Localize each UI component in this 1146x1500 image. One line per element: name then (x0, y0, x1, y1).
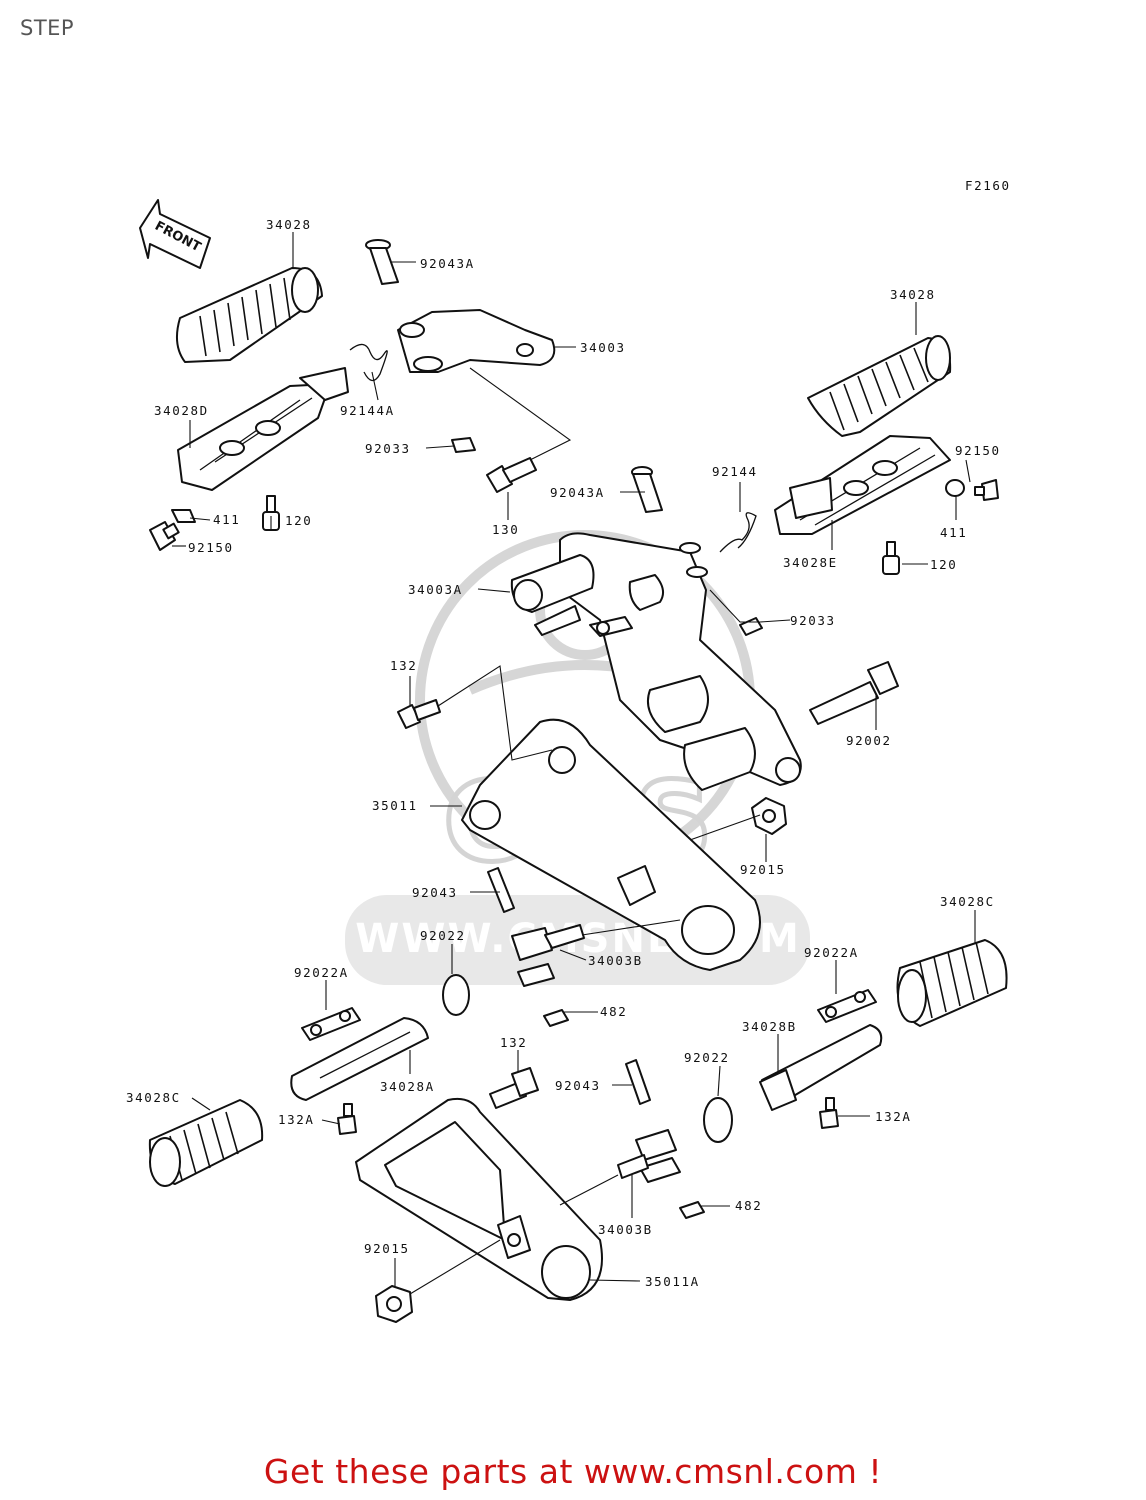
figure-code: F2160 (965, 178, 1011, 193)
callout-92022-bottom: 92022 (684, 1050, 730, 1065)
callout-132-top: 132 (390, 658, 417, 673)
callout-34003B-top: 34003B (588, 953, 643, 968)
part-411-clip-left (171, 509, 196, 523)
callout-482-top: 482 (600, 1004, 627, 1019)
part-34003B-clevis-top (511, 924, 585, 987)
callout-34028B: 34028B (742, 1019, 797, 1034)
callout-92022A-left: 92022A (294, 965, 349, 980)
part-482-clip-bottom (679, 1201, 705, 1219)
callout-34028D: 34028D (154, 403, 209, 418)
callout-120-left: 120 (285, 513, 312, 528)
callout-411-left: 411 (213, 512, 240, 527)
leader-lines (172, 232, 976, 1295)
part-34028-left-rubber (175, 267, 323, 363)
part-92150-bolt-left (149, 521, 180, 551)
callout-34028E: 34028E (783, 555, 838, 570)
part-34028C-right-rubber (896, 939, 1008, 1027)
part-92043-pin-bottom (625, 1059, 651, 1105)
part-34028A-peg (290, 1017, 429, 1101)
part-130-bolt (486, 457, 537, 493)
callout-132A-left: 132A (278, 1112, 315, 1127)
callout-92043-bottom: 92043 (555, 1078, 601, 1093)
part-34003-bracket (397, 309, 556, 373)
callout-92002: 92002 (846, 733, 892, 748)
cta-link[interactable]: Get these parts at www.cmsnl.com ! (263, 1452, 883, 1491)
part-120-bolt-right (882, 541, 900, 575)
callout-34028C-right: 34028C (940, 894, 995, 909)
part-34003A-bracket-plate (510, 532, 802, 791)
part-34028-right-rubber (807, 335, 952, 437)
part-92022-washer-mid (442, 974, 470, 1016)
callout-34028A: 34028A (380, 1079, 435, 1094)
callout-35011: 35011 (372, 798, 418, 813)
part-92150-bolt-right (974, 479, 999, 501)
part-92022A-plate-right (817, 989, 877, 1023)
part-92033-clip-left (451, 437, 476, 453)
part-92144-spring (719, 512, 757, 553)
callout-92015-left: 92015 (364, 1241, 410, 1256)
part-92043-pin-mid (487, 867, 515, 913)
page-title: STEP (20, 16, 75, 40)
callout-34028-right: 34028 (890, 287, 936, 302)
part-34028B-peg (759, 1024, 883, 1111)
part-92033-clip-right (739, 617, 763, 636)
callout-92043-mid: 92043 (412, 885, 458, 900)
callout-92022-mid: 92022 (420, 928, 466, 943)
callout-labels: 34028 92043A 34003 92144A 34028D 92033 4… (126, 217, 1001, 1289)
callout-92015-right: 92015 (740, 862, 786, 877)
callout-411-right: 411 (940, 525, 967, 540)
callout-92150-left: 92150 (188, 540, 234, 555)
callout-34028-left: 34028 (266, 217, 312, 232)
part-92002-bolt (809, 661, 899, 725)
part-92043A-pin-mid (631, 466, 663, 513)
part-411-washer-right (945, 479, 965, 497)
callout-132A-right: 132A (875, 1109, 912, 1124)
callout-92043A-top: 92043A (420, 256, 475, 271)
callout-92033-left: 92033 (365, 441, 411, 456)
part-132-bolt-top (397, 699, 441, 729)
part-34028D-footpeg (177, 367, 349, 491)
part-92043A-pin-top (365, 239, 399, 285)
part-35011-plate (461, 718, 761, 971)
callout-482-bottom: 482 (735, 1198, 762, 1213)
callout-132-bottom: 132 (500, 1035, 527, 1050)
part-132A-bolt-left (337, 1103, 357, 1135)
part-34028C-left-rubber (148, 1099, 264, 1187)
front-arrow-icon: FRONT (139, 199, 211, 269)
callout-92144: 92144 (712, 464, 758, 479)
part-92144A-spring (349, 343, 388, 382)
callout-34003A: 34003A (408, 582, 463, 597)
callout-35011A: 35011A (645, 1274, 700, 1289)
callout-92033-right: 92033 (790, 613, 836, 628)
part-482-clip-top (543, 1009, 569, 1027)
part-132-bolt-bottom (489, 1067, 539, 1109)
callout-34028C-left: 34028C (126, 1090, 181, 1105)
part-35011A-bracket (355, 1097, 603, 1301)
callout-130: 130 (492, 522, 519, 537)
callout-92144A: 92144A (340, 403, 395, 418)
part-34003B-clevis-bottom (617, 1129, 681, 1183)
part-92022-washer-bottom (703, 1097, 733, 1143)
callout-34003B-bottom: 34003B (598, 1222, 653, 1237)
part-92015-nut-right (751, 797, 787, 835)
part-132A-bolt-right (819, 1097, 839, 1129)
part-92015-nut-left (375, 1285, 413, 1323)
callout-34003: 34003 (580, 340, 626, 355)
callout-92043A-mid: 92043A (550, 485, 605, 500)
callout-92022A-right: 92022A (804, 945, 859, 960)
callout-120-right: 120 (930, 557, 957, 572)
callout-92150-right: 92150 (955, 443, 1001, 458)
part-34028E-footpeg (774, 435, 951, 535)
part-92022A-plate-left (301, 1007, 361, 1041)
